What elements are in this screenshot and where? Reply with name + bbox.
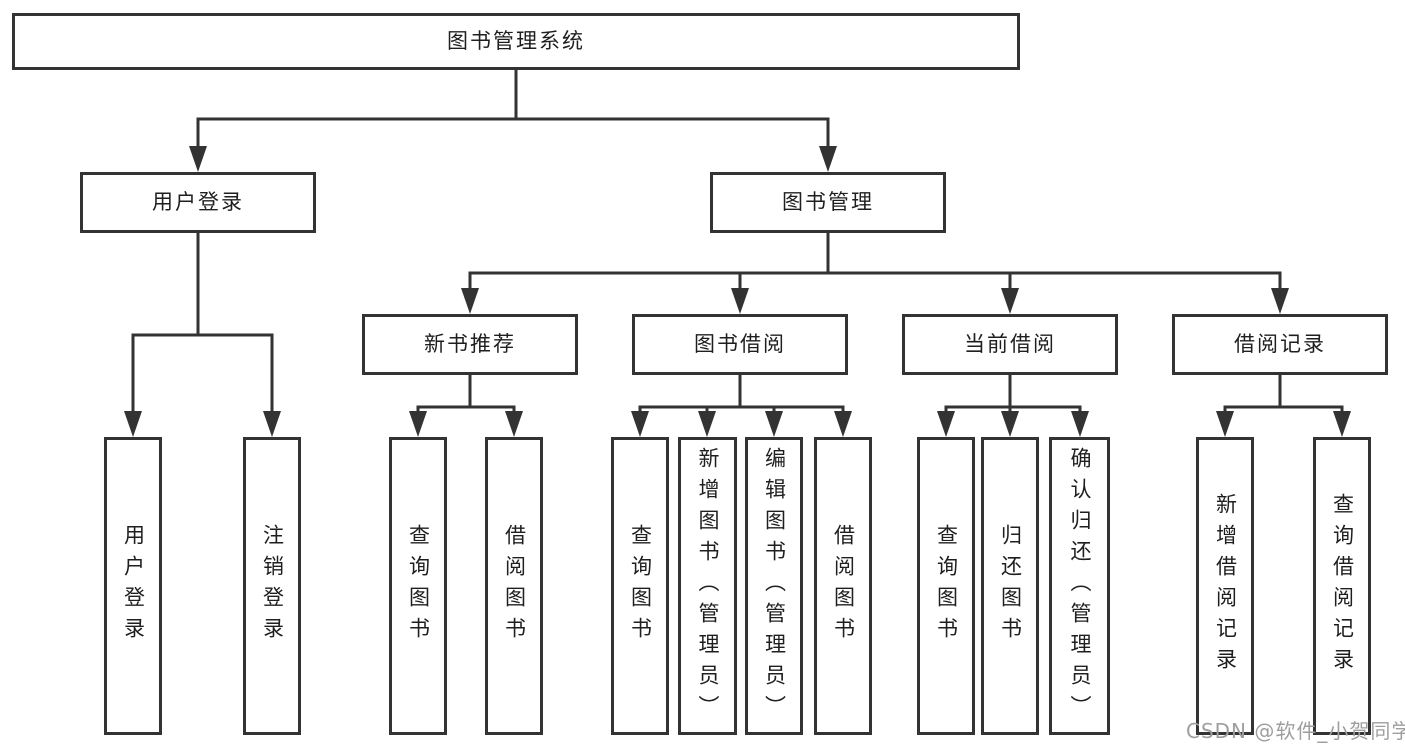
node-label: 新书推荐 <box>424 332 516 356</box>
arrow-down-icon <box>1001 411 1019 437</box>
node-label: 用户登录 <box>121 524 146 648</box>
node-label: 编辑图书（管理员） <box>762 446 787 726</box>
node-label: 借阅图书 <box>831 524 856 648</box>
node-confirm-return-admin: 确认归还（管理员） <box>1049 437 1110 735</box>
node-borrow-books-recommend: 借阅图书 <box>485 437 543 735</box>
arrow-down-icon <box>409 411 427 437</box>
arrow-down-icon <box>1271 288 1289 314</box>
node-label: 归还图书 <box>998 524 1023 648</box>
arrow-down-icon <box>731 288 749 314</box>
node-new-book-recommend: 新书推荐 <box>362 314 578 375</box>
node-label: 新增借阅记录 <box>1213 493 1238 679</box>
node-label: 图书管理系统 <box>447 29 585 53</box>
node-book-management: 图书管理 <box>710 172 946 233</box>
node-user-login-leaf: 用户登录 <box>104 437 162 735</box>
node-label: 查询图书 <box>406 524 431 648</box>
node-label: 查询图书 <box>934 524 959 648</box>
arrow-down-icon <box>765 411 783 437</box>
arrow-down-icon <box>698 411 716 437</box>
node-borrow-records: 借阅记录 <box>1172 314 1388 375</box>
csdn-watermark: CSDN @软件_小贺同学 <box>1186 719 1405 743</box>
arrow-down-icon <box>124 411 142 437</box>
arrow-down-icon <box>461 288 479 314</box>
arrow-down-icon <box>1216 411 1234 437</box>
node-library-management-system: 图书管理系统 <box>12 13 1020 70</box>
arrow-down-icon <box>263 411 281 437</box>
node-label: 注销登录 <box>260 524 285 648</box>
node-query-books-current: 查询图书 <box>917 437 975 735</box>
node-logout: 注销登录 <box>243 437 301 735</box>
node-query-borrow-record: 查询借阅记录 <box>1313 437 1371 735</box>
node-label: 借阅图书 <box>502 524 527 648</box>
node-label: 当前借阅 <box>964 332 1056 356</box>
node-label: 图书管理 <box>782 190 874 214</box>
arrow-down-icon <box>819 146 837 172</box>
node-borrow-books-leaf: 借阅图书 <box>814 437 872 735</box>
node-add-borrow-record: 新增借阅记录 <box>1196 437 1254 735</box>
node-label: 图书借阅 <box>694 332 786 356</box>
arrow-down-icon <box>189 146 207 172</box>
arrow-down-icon <box>631 411 649 437</box>
node-book-borrow: 图书借阅 <box>632 314 848 375</box>
arrow-down-icon <box>937 411 955 437</box>
node-query-books-recommend: 查询图书 <box>389 437 447 735</box>
node-user-login: 用户登录 <box>80 172 316 233</box>
node-query-books-borrow: 查询图书 <box>611 437 669 735</box>
arrow-down-icon <box>1071 411 1089 437</box>
node-return-books: 归还图书 <box>981 437 1039 735</box>
arrow-down-icon <box>505 411 523 437</box>
node-label: 查询借阅记录 <box>1330 493 1355 679</box>
node-label: 确认归还（管理员） <box>1068 446 1092 726</box>
arrow-down-icon <box>1001 288 1019 314</box>
node-add-book-admin: 新增图书（管理员） <box>678 437 737 735</box>
node-edit-book-admin: 编辑图书（管理员） <box>745 437 803 735</box>
node-label: 用户登录 <box>152 190 244 214</box>
node-current-borrow: 当前借阅 <box>902 314 1118 375</box>
node-label: 新增图书（管理员） <box>696 446 720 726</box>
node-label: 借阅记录 <box>1234 332 1326 356</box>
arrow-down-icon <box>1333 411 1351 437</box>
arrow-down-icon <box>834 411 852 437</box>
node-label: 查询图书 <box>628 524 653 648</box>
